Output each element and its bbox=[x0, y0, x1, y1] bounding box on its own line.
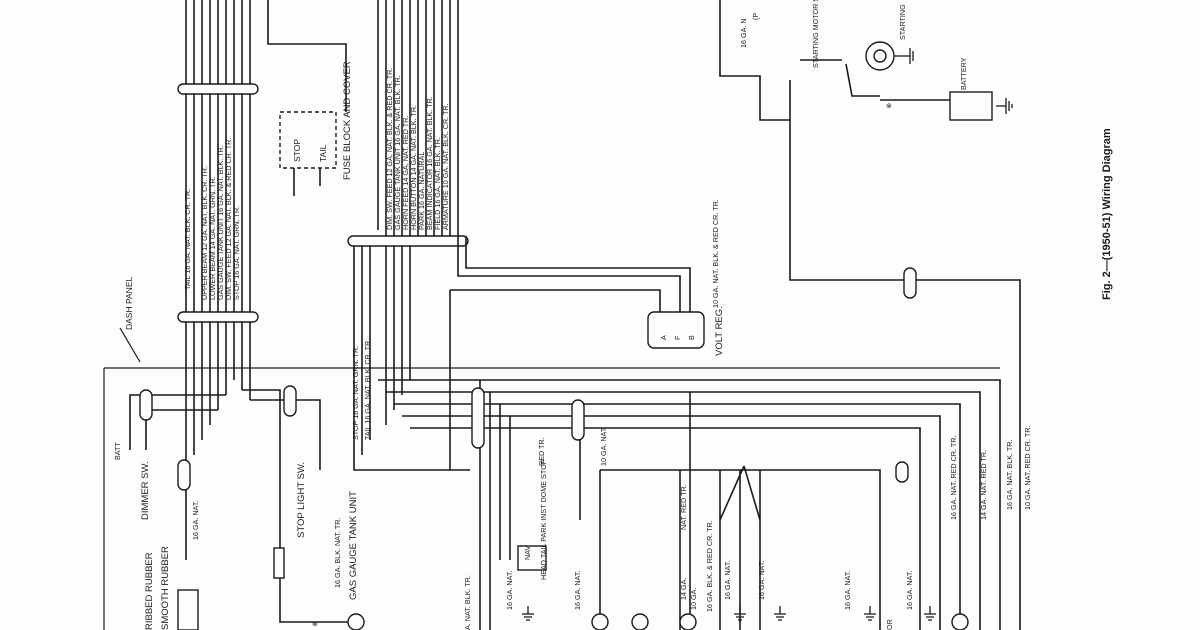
volt-reg-terminal-f: F bbox=[673, 335, 682, 340]
wire-label-gas-gauge-2: GAS GAUGE TANK UNIT 16 GA. NAT. BLK. TR. bbox=[393, 75, 402, 230]
voltage-regulator bbox=[647, 311, 705, 349]
wire-label-right-3: 16 GA. NAT. BLK. TR. bbox=[1005, 440, 1014, 510]
wire-label-red-tr: RED TR. bbox=[537, 437, 546, 466]
volt-reg-wire-label: 10 GA. NAT. BLK. & RED CR. TR. bbox=[711, 199, 720, 308]
wire-label-bottom-16nat-a: 16 GA. NAT. bbox=[505, 571, 514, 610]
dimmer-clamp bbox=[139, 389, 153, 421]
ground-symbol-starter bbox=[894, 48, 914, 64]
harness-clamp-2 bbox=[177, 311, 259, 323]
ground-symbol-battery bbox=[996, 98, 1013, 114]
lamp-socket-2 bbox=[631, 613, 649, 630]
wire-label-10ga-nat: 10 GA. NAT. bbox=[599, 427, 608, 466]
volt-reg-label: VOLT REG. bbox=[714, 306, 725, 356]
ribbed-rubber-label: RIBBED RUBBER bbox=[144, 552, 155, 630]
harness-clamp-6 bbox=[895, 461, 909, 483]
wire-label-dim-sw-feed-2: DIM. SW. FEED 12 GA. NAT. BLK. & RED CR.… bbox=[385, 68, 394, 230]
wire-label-horn-button: HORN BUTTON 14 GA. NAT. BLK. TR. bbox=[409, 105, 418, 230]
wire-label-right-4: 10 GA. NAT. RED CR. TR. bbox=[1023, 426, 1032, 510]
wire-label-upper-beam: UPPER BEAM 12 GA. NAT. BLK. CR. TR. bbox=[200, 166, 209, 300]
wire-label-bottom-or: OR bbox=[885, 619, 894, 630]
wire-label-lower-beam: LOWER BEAM 14 GA. NAT. GRN. TR. bbox=[208, 176, 217, 300]
volt-reg-terminal-a: A bbox=[659, 335, 668, 340]
battery-label: BATTERY bbox=[959, 57, 968, 90]
gas-gauge-tank-unit-label: GAS GAUGE TANK UNIT bbox=[348, 491, 359, 600]
fuse-block bbox=[279, 111, 337, 169]
fuse-block-label: FUSE BLOCK AND COVER bbox=[342, 61, 353, 180]
lamp-socket-3 bbox=[679, 613, 697, 630]
wire-label-right-2: 14 GA. NAT. RED TR. bbox=[979, 450, 988, 520]
starting-motor-sw-label: STARTING MOTOR SW. bbox=[811, 0, 820, 68]
dash-panel-leader bbox=[119, 327, 141, 363]
battery bbox=[949, 91, 993, 121]
wire-label-stop-feed: STOP 16 GA. NAT. GRN. TR. bbox=[232, 206, 241, 300]
wire-label-16ga-nat: 16 GA. NAT. bbox=[191, 501, 200, 540]
wire-label-field: FIELD 16 GA. NAT. BLK. TR. bbox=[433, 137, 442, 230]
wire-label-bottom-16nat-d: 16 GA. NAT. bbox=[757, 561, 766, 600]
wire-label-armature: ARMATURE 10 GA. NAT. BLK. CR. TR. bbox=[441, 103, 450, 230]
lamp-socket-1 bbox=[591, 613, 609, 630]
wire-label-gas-gauge: GAS GAUGE TANK UNIT 16 GA. NAT. BLK. TR. bbox=[216, 145, 225, 300]
gas-gauge-sender bbox=[273, 547, 285, 579]
wire-label-nat-blk-tr: A. NAT. BLK. TR. bbox=[463, 575, 472, 630]
top-right-wire-label: 16 GA. N bbox=[739, 18, 748, 48]
wire-label-bottom-16nat-f: 16 GA. NAT. bbox=[905, 571, 914, 610]
lamp-socket-4 bbox=[951, 613, 969, 630]
batt-label: BATT bbox=[113, 442, 122, 460]
gas-gauge-junction: ⊗ bbox=[312, 619, 318, 628]
wire-label-bottom-16nat-b: 16 GA. NAT. bbox=[573, 571, 582, 610]
harness-clamp-3 bbox=[347, 235, 469, 247]
gas-gauge-wire-label: 16 GA. BLK. NAT. TR. bbox=[333, 518, 342, 588]
gas-gauge-unit bbox=[347, 613, 365, 630]
horn-relay bbox=[177, 589, 199, 630]
smooth-rubber-label: SMOOTH RUBBER bbox=[160, 546, 171, 630]
ground-symbol-row bbox=[522, 606, 936, 621]
wire-label-nat-red-tr: NAT. RED TR. bbox=[679, 484, 688, 530]
stop-clamp bbox=[283, 385, 297, 417]
starting-label: STARTING bbox=[898, 4, 907, 40]
starting-motor-core bbox=[873, 49, 887, 63]
left-clamp bbox=[177, 459, 191, 491]
harness-clamp-5 bbox=[903, 267, 917, 299]
wire-label-tail-vert: TAIL 16 GA. NAT. BLK. CR. TR. bbox=[363, 339, 372, 440]
nav-label: NAV bbox=[523, 546, 532, 560]
wire-label-bottom-16nat-e: 16 GA. NAT. bbox=[843, 571, 852, 610]
wire-label-horn-feed: HORN FEED 14 GA. NAT. RED TR. bbox=[401, 116, 410, 230]
top-right-p-label: (P bbox=[751, 13, 760, 20]
wire-label-stop-vert: STOP 16 GA. NAT. GRN. TR. bbox=[351, 346, 360, 440]
wire-label-dim-sw-feed: DIM. SW. FEED 12 GA. NAT. BLK. & RED CR.… bbox=[224, 138, 233, 300]
wire-label-bottom-16nat-c: 16 GA. NAT. bbox=[723, 561, 732, 600]
harness-clamp-1 bbox=[177, 83, 259, 95]
dash-panel-label: DASH PANEL bbox=[124, 277, 134, 330]
dimmer-sw-label: DIMMER SW. bbox=[140, 461, 151, 520]
main-harness-bundle bbox=[185, 0, 251, 470]
lighting-switch-label: HEAD TAIL PARK INST DOME STOP bbox=[539, 459, 548, 580]
wire-label-tail: TAIL 16 GA. NAT. BLK. CR. TR. bbox=[183, 189, 192, 290]
center-harness-bundle bbox=[353, 0, 470, 471]
stop-light-sw-label: STOP LIGHT SW. bbox=[296, 462, 307, 538]
harness-clamp-7 bbox=[571, 399, 585, 441]
fuse-tail-label: TAIL bbox=[318, 144, 328, 162]
wire-label-right-1: 16 GA. NAT. RED CR. TR. bbox=[949, 436, 958, 520]
figure-title: Fig. 2—(1950-51) Wiring Diagram bbox=[1101, 128, 1113, 300]
battery-junction: ⊗ bbox=[886, 101, 892, 110]
fuse-stop-label: STOP bbox=[292, 139, 302, 162]
harness-clamp-4 bbox=[471, 387, 485, 449]
wire-label-bottom-10ga: 10 GA. bbox=[689, 588, 698, 610]
wire-label-bottom-blk-red: 16 GA. BLK. & RED CR. TR. bbox=[705, 520, 714, 612]
wire-label-beam-indicator: BEAM INDICATOR 16 GA. NAT. BLK. TR. bbox=[425, 96, 434, 230]
wire-label-bottom-14ga: 14 GA. bbox=[679, 578, 688, 600]
volt-reg-terminal-b: B bbox=[687, 335, 696, 340]
wire-label-park: PARK 16 GA. NATURAL bbox=[417, 152, 426, 230]
lighting-switch bbox=[517, 545, 547, 571]
